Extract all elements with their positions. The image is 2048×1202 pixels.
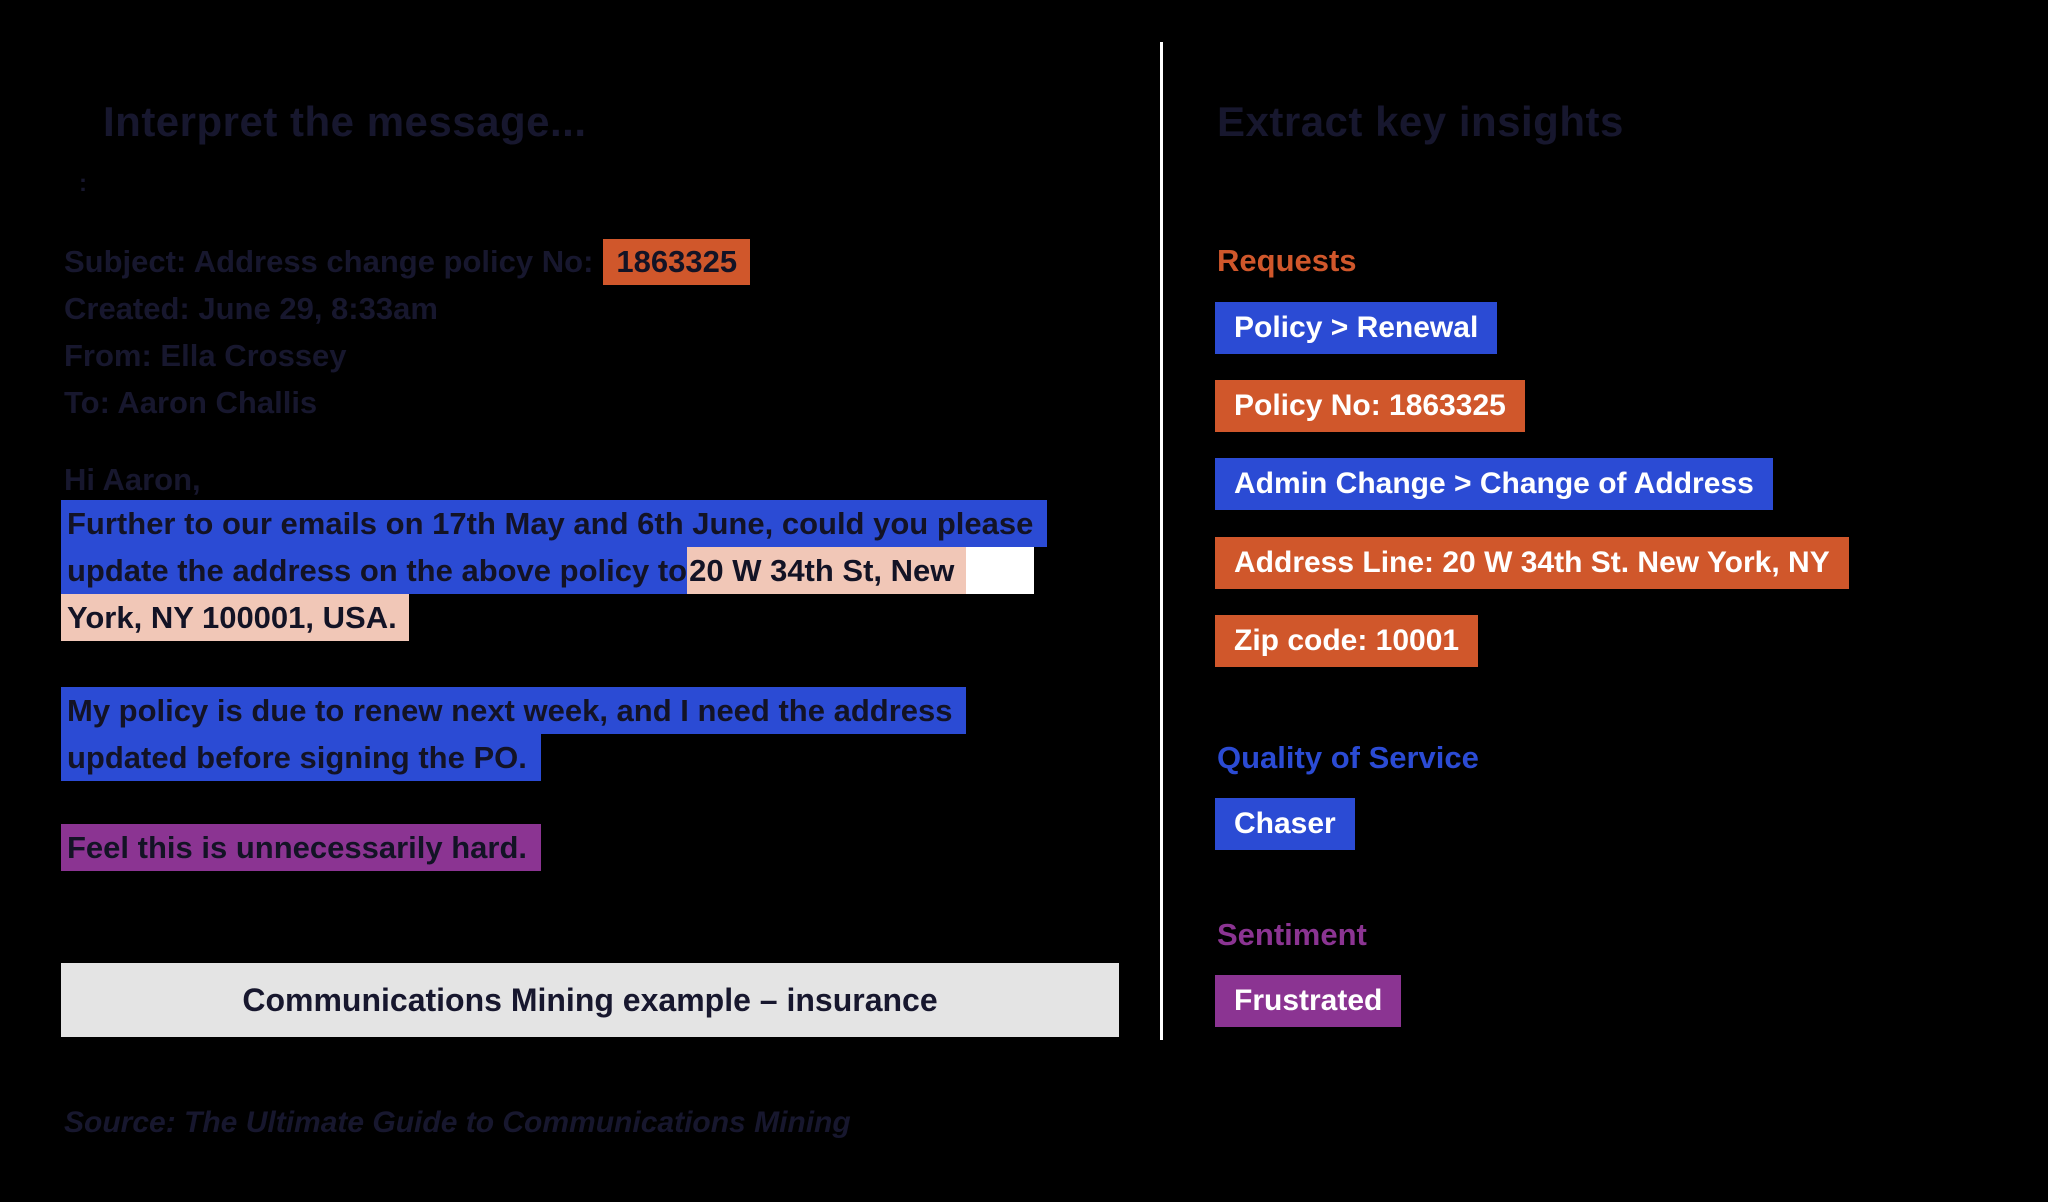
policy-number-highlight: 1863325	[603, 239, 751, 285]
paragraph1-line1: Further to our emails on 17th May and 6t…	[61, 500, 1048, 547]
tag-address-line: Address Line: 20 W 34th St. New York, NY	[1215, 537, 1849, 589]
vertical-divider	[1160, 42, 1163, 1040]
blue-highlight: update the address on the above policy t…	[61, 547, 688, 594]
tag-frustrated: Frustrated	[1215, 975, 1402, 1027]
tag-admin-change-of-address: Admin Change > Change of Address	[1215, 458, 1773, 510]
email-to-row: To: Aaron Challis	[64, 385, 318, 420]
paragraph2-line1: My policy is due to renew next week, and…	[61, 687, 967, 734]
sentiment-heading: Sentiment	[1217, 917, 1367, 952]
email-subject-row: Subject: Address change policy No: 186332…	[64, 238, 751, 285]
pink-highlight: York, NY 100001, USA.	[61, 594, 409, 641]
email-header: Subject: Address change policy No: 186332…	[64, 238, 751, 426]
caption-text: Communications Mining example – insuranc…	[242, 981, 938, 1018]
blue-highlight: My policy is due to renew next week, and…	[61, 687, 967, 734]
source-attribution: Source: The Ultimate Guide to Communicat…	[64, 1106, 851, 1139]
paragraph1-line2: update the address on the above policy t…	[61, 547, 1035, 594]
paragraph1-line3: York, NY 100001, USA.	[61, 594, 409, 641]
tag-policy-renewal: Policy > Renewal	[1215, 302, 1498, 354]
purple-highlight: Feel this is unnecessarily hard.	[61, 824, 542, 871]
tag-zip-code: Zip code: 10001	[1215, 615, 1479, 667]
caption-bar: Communications Mining example – insuranc…	[61, 963, 1119, 1037]
blue-highlight: updated before signing the PO.	[61, 734, 541, 781]
email-created-row: Created: June 29, 8:33am	[64, 291, 438, 326]
email-from-row: From: Ella Crossey	[64, 338, 347, 373]
tag-policy-number: Policy No: 1863325	[1215, 380, 1525, 432]
left-panel-title: Interpret the message...	[103, 98, 587, 145]
email-subject-text: Subject: Address change policy No:	[64, 244, 594, 279]
stray-mark: :	[79, 170, 87, 197]
email-greeting: Hi Aaron,	[64, 462, 201, 497]
pink-highlight: 20 W 34th St, New	[687, 547, 967, 594]
tag-chaser: Chaser	[1215, 798, 1355, 850]
right-panel-title: Extract key insights	[1217, 98, 1624, 145]
white-gap-box	[966, 547, 1035, 594]
requests-section-heading: Requests	[1217, 243, 1357, 278]
blue-highlight: Further to our emails on 17th May and 6t…	[61, 500, 1048, 547]
paragraph3-line1: Feel this is unnecessarily hard.	[61, 824, 542, 871]
paragraph2-line2: updated before signing the PO.	[61, 734, 541, 781]
quality-of-service-heading: Quality of Service	[1217, 740, 1479, 775]
